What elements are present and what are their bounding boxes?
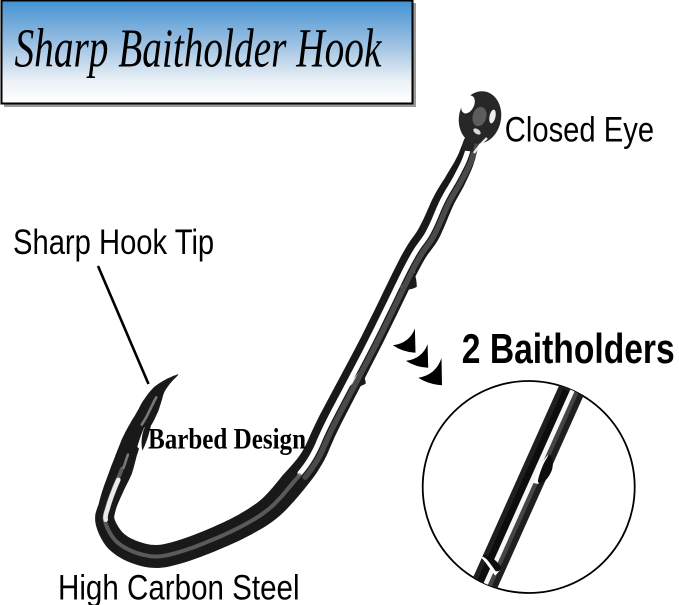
svg-text:2 Baitholders: 2 Baitholders bbox=[462, 327, 675, 373]
svg-text:Closed Eye: Closed Eye bbox=[505, 110, 654, 149]
svg-text:Sharp Hook Tip: Sharp Hook Tip bbox=[13, 222, 214, 261]
svg-text:High Carbon Steel: High Carbon Steel bbox=[58, 567, 300, 605]
svg-text:Sharp Baitholder Hook: Sharp Baitholder Hook bbox=[15, 18, 383, 79]
svg-text:Barbed Design: Barbed Design bbox=[148, 423, 306, 455]
